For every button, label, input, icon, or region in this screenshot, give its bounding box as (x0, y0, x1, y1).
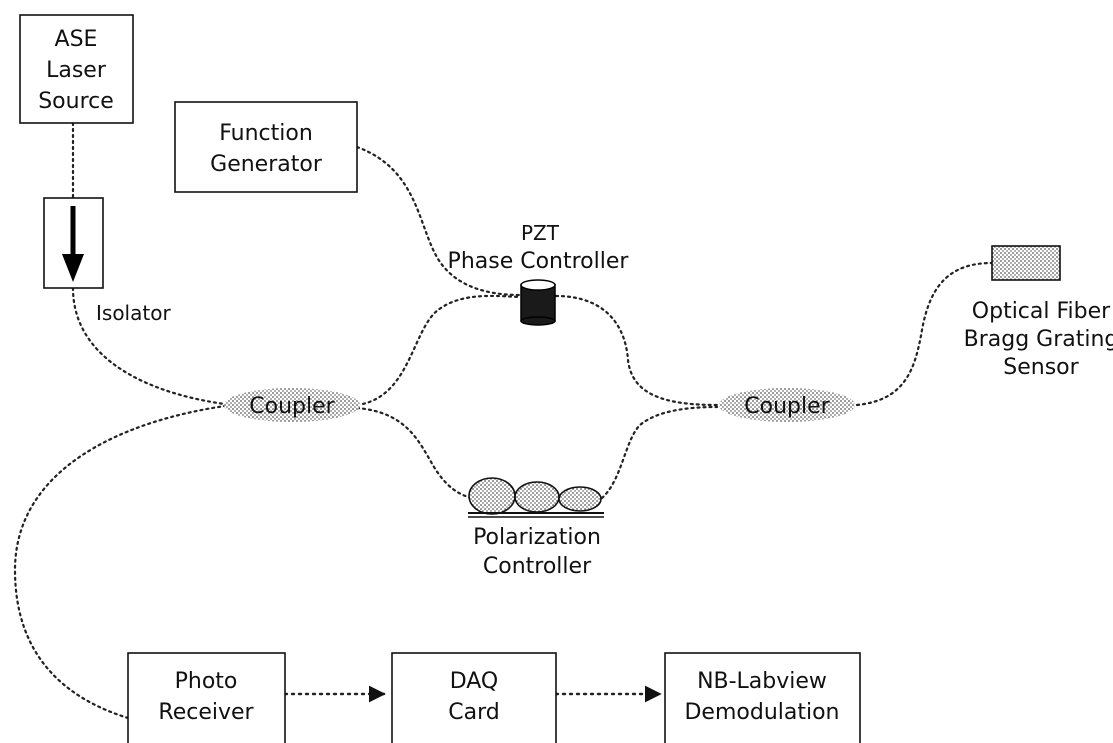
photo-receiver: Photo Receiver (127, 652, 286, 743)
fbg-label-2: Bragg Grating (964, 327, 1113, 352)
down-arrow-icon (62, 206, 84, 282)
isolator-label: Isolator (96, 301, 171, 325)
photo-receiver-label-1: Photo (175, 669, 238, 694)
daq-card-label-2: Card (448, 700, 499, 725)
fiber-generator-to-pzt (355, 145, 522, 297)
isolator: Isolator (43, 197, 171, 325)
daq-card-label-1: DAQ (450, 669, 499, 694)
fiber-coupler-to-receiver (13, 403, 234, 720)
polarization-controller: Polarization Controller (468, 477, 604, 579)
daq-card: DAQ Card (391, 652, 557, 743)
fiber-connections (13, 121, 994, 720)
coupler-left-label: Coupler (249, 394, 335, 419)
function-generator: Function Generator (174, 101, 358, 193)
coupler-left: Coupler (224, 388, 360, 422)
fiber-coupler-to-fbg (855, 261, 994, 407)
pzt-phase-controller: PZT Phase Controller (448, 221, 630, 326)
fbg-label-1: Optical Fiber (972, 299, 1111, 324)
labview-label-1: NB-Labview (697, 669, 827, 694)
photo-receiver-label-2: Receiver (158, 700, 254, 725)
coupler-right-label: Coupler (744, 394, 830, 419)
fbg-label-3: Sensor (1003, 355, 1079, 380)
polarization-controller-label-2: Controller (483, 554, 592, 579)
ase-source-label-2: Laser (46, 58, 107, 83)
fiber-isolator-to-coupler (71, 286, 234, 407)
ase-source-label-1: ASE (55, 27, 98, 52)
fiber-polarizer-to-coupler (600, 405, 719, 500)
grating-icon (991, 245, 1061, 281)
polarization-controller-label-1: Polarization (473, 525, 601, 550)
polarizer-paddles-icon (468, 477, 604, 518)
fiber-coupler-to-polarizer (355, 406, 474, 500)
pzt-label: PZT (521, 221, 560, 245)
phase-controller-label: Phase Controller (448, 249, 630, 274)
ase-laser-source: ASE Laser Source (19, 14, 134, 124)
function-generator-label-2: Generator (210, 152, 323, 177)
function-generator-label-1: Function (219, 121, 313, 146)
labview-demodulation: NB-Labview Demodulation (664, 652, 861, 743)
fiber-pzt-to-coupler (554, 294, 719, 407)
labview-label-2: Demodulation (684, 700, 839, 725)
pzt-cylinder-icon (520, 279, 556, 326)
fbg-sensor: Optical Fiber Bragg Grating Sensor (964, 245, 1113, 380)
ase-source-label-3: Source (38, 89, 114, 114)
fiber-coupler-to-pzt (355, 294, 522, 407)
coupler-right: Coupler (719, 388, 855, 422)
